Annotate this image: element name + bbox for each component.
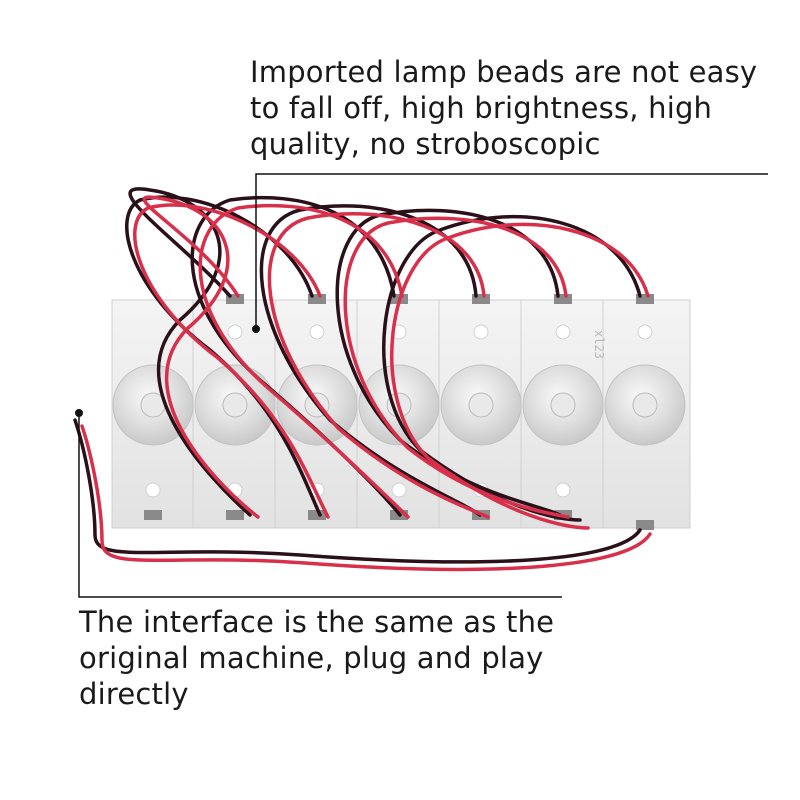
led-lens — [522, 364, 604, 446]
caption-lamp-beads: Imported lamp beads are not easy to fall… — [250, 55, 758, 161]
caption-interface: The interface is the same as the origina… — [79, 605, 555, 711]
callout-leader-bottom — [75, 409, 562, 598]
board-marking: xl23 — [592, 330, 606, 359]
wire-bundle — [73, 187, 652, 572]
callout-leader-top — [252, 173, 768, 333]
led-lens — [604, 364, 686, 446]
led-lens — [440, 364, 522, 446]
led-lens — [194, 364, 276, 446]
